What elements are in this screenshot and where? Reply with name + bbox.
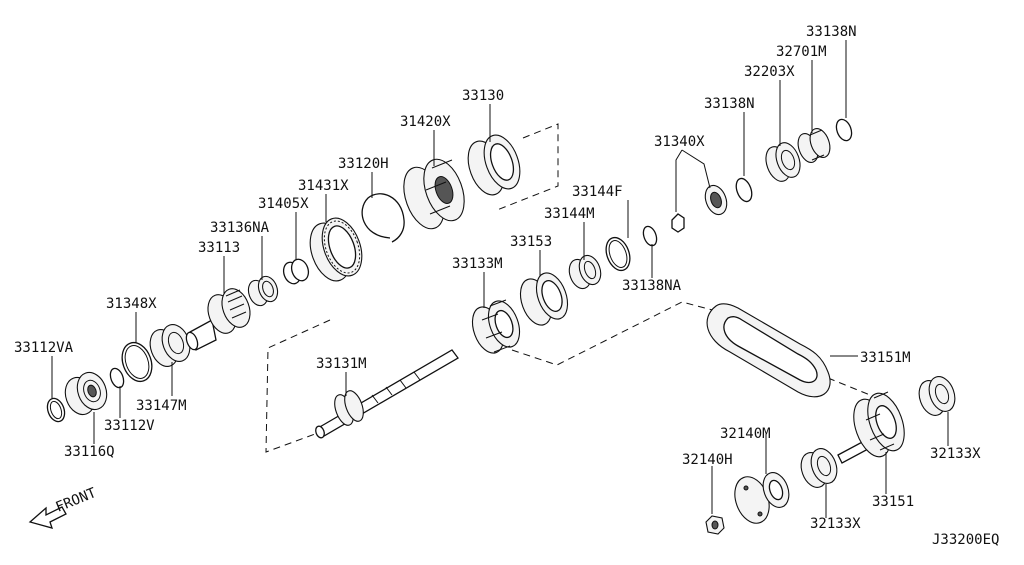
label-33138NA: 33138NA xyxy=(622,278,682,294)
leader-lines xyxy=(51,40,949,518)
needle-bearing-33136NA xyxy=(247,275,279,307)
gear-32701M xyxy=(797,128,831,163)
label-33136NA: 33136NA xyxy=(210,220,270,236)
label-33144M: 33144M xyxy=(544,206,595,222)
o-ring-31348X xyxy=(121,341,153,383)
label-32133X-bottom: 32133X xyxy=(810,516,861,532)
label-33116Q: 33116Q xyxy=(64,444,115,460)
label-32133X-right: 32133X xyxy=(930,446,981,462)
label-31405X: 31405X xyxy=(258,196,309,212)
bearing-32133X-bottom xyxy=(800,448,838,488)
companion-flange-32140M xyxy=(734,472,790,524)
sleeve-33153 xyxy=(519,272,569,326)
label-33138N-top: 33138N xyxy=(806,24,857,40)
callout-labels: 33112VA 33116Q 33112V 31348X 33147M 3311… xyxy=(14,24,999,548)
snap-ring-33112VA xyxy=(46,397,66,423)
label-32140H: 32140H xyxy=(682,452,733,468)
nut-32140H xyxy=(705,515,725,535)
label-33147M: 33147M xyxy=(136,398,187,414)
label-33112VA: 33112VA xyxy=(14,340,74,356)
bearing-32133X-right xyxy=(918,376,956,416)
sleeve-33130 xyxy=(467,134,521,196)
label-33131M: 33131M xyxy=(316,356,367,372)
diagram-reference-code: J33200EQ xyxy=(932,532,999,548)
hub-33144M xyxy=(568,254,602,290)
label-33130: 33130 xyxy=(462,88,504,104)
snap-ring-33138N-top xyxy=(835,118,853,142)
main-shaft-33131M xyxy=(315,349,459,439)
label-33151M: 33151M xyxy=(860,350,911,366)
bearing-32203X xyxy=(765,142,801,182)
snap-ring-33112V xyxy=(109,367,125,389)
oil-pump-31340X xyxy=(671,184,728,233)
snap-ring-33120H xyxy=(361,193,405,243)
label-33120H: 33120H xyxy=(338,156,389,172)
snap-ring-33138NA xyxy=(642,225,658,247)
label-31420X: 31420X xyxy=(400,114,451,130)
label-33133M: 33133M xyxy=(452,256,503,272)
label-33138N-mid: 33138N xyxy=(704,96,755,112)
snap-ring-33138N-mid xyxy=(735,177,753,203)
front-label: FRONT xyxy=(54,485,100,516)
shaft-gear-33113 xyxy=(185,288,251,351)
label-32203X: 32203X xyxy=(744,64,795,80)
ring-gear-31431X xyxy=(309,217,363,282)
label-32701M: 32701M xyxy=(776,44,827,60)
label-33112V: 33112V xyxy=(104,418,155,434)
label-31431X: 31431X xyxy=(298,178,349,194)
bearing-33147M xyxy=(149,324,191,367)
label-33151: 33151 xyxy=(872,494,914,510)
label-32140M: 32140M xyxy=(720,426,771,442)
bushing-31405X xyxy=(282,258,310,285)
clutch-hub-31420X xyxy=(403,158,465,230)
gear-33133M xyxy=(471,299,521,354)
drive-chain-33151M xyxy=(706,303,831,398)
label-31340X: 31340X xyxy=(654,134,705,150)
label-33113: 33113 xyxy=(198,240,240,256)
assembly-dashed-lines xyxy=(265,123,871,453)
front-direction-arrow xyxy=(28,506,67,529)
label-31348X: 31348X xyxy=(106,296,157,312)
ring-33144F xyxy=(605,236,631,272)
label-33144F: 33144F xyxy=(572,184,623,200)
output-gear-33151 xyxy=(837,391,905,464)
label-33153: 33153 xyxy=(510,234,552,250)
bearing-33116Q xyxy=(64,371,108,416)
